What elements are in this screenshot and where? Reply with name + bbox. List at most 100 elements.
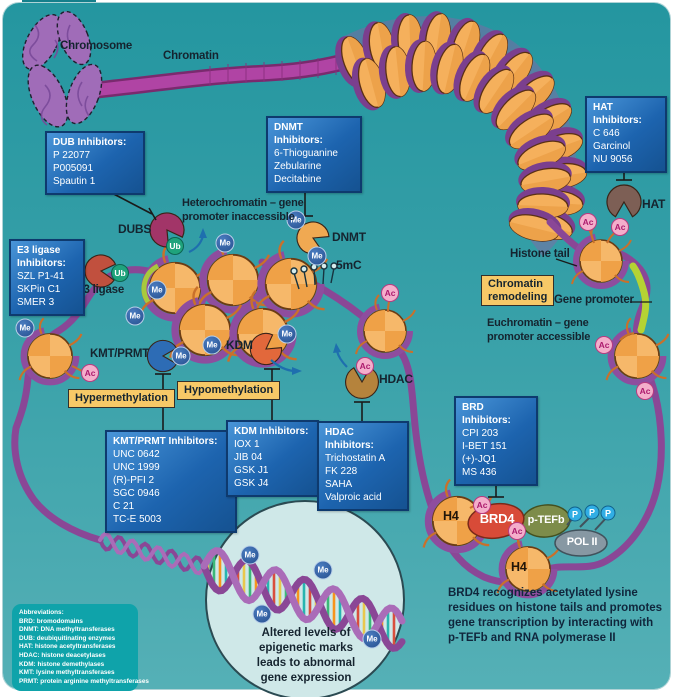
chromatin-remodeling-line2: remodeling <box>488 290 548 303</box>
ubiquitin-mark-chip: Ub <box>111 264 129 282</box>
euchromatin-label: Euchromatin – gene promoter accessible <box>487 316 617 344</box>
h4-label-b: H4 <box>511 560 527 574</box>
abbreviation-item: DNMT: DNA methyltransferases <box>19 626 115 634</box>
dub-inhibitors-box: DUB Inhibitors: P 22077 P005091 Spautin … <box>45 131 145 195</box>
chromatin-label: Chromatin <box>163 50 219 62</box>
magnifier-caption-line: Altered levels of <box>261 627 351 639</box>
brd4-description: BRD4 recognizes acetylated lysine residu… <box>448 586 673 646</box>
methyl-mark-chip: Me <box>215 233 235 253</box>
e3-ligase-label: E3 ligase <box>76 284 125 296</box>
brd-inhibitor-item: MS 436 <box>462 467 497 478</box>
kmt-inhibitor-item: UNC 0642 <box>113 449 160 460</box>
e3-inhibitor-item: SZL P1-41 <box>17 271 65 282</box>
kmt-prmt-inhibitors-box: KMT/PRMT Inhibitors: UNC 0642 UNC 1999 (… <box>105 430 237 533</box>
acetyl-mark-chip: Ac <box>595 336 613 354</box>
hdac-inhibitor-item: SAHA <box>325 479 353 490</box>
kmt-prmt-label: KMT/PRMT <box>90 348 150 360</box>
abbreviation-item: BRD: bromodomains <box>19 617 83 625</box>
acetyl-mark-chip: Ac <box>579 213 597 231</box>
kmt-inhibitor-item: UNC 1999 <box>113 462 160 473</box>
magnifier-caption-line: gene expression <box>260 672 352 684</box>
brd4-description-line: residues on histone tails and promotes <box>448 602 663 614</box>
dnmt-inhibitors-title: DNMT Inhibitors: <box>274 122 323 146</box>
kdm-inhibitor-item: GSK J1 <box>234 465 269 476</box>
e3-inhibitor-item: SMER 3 <box>17 297 55 308</box>
brd4-description-line: p-TEFb and RNA polymerase II <box>448 632 616 644</box>
abbreviation-item: DUB: deubiquitinating enzymes <box>19 634 116 642</box>
nucleosome-coil <box>328 8 591 247</box>
phosphate-mark-chip: P <box>567 506 583 522</box>
e3-ligase-inhibitors-box: E3 ligase Inhibitors: SZL P1-41 SKPin C1… <box>9 239 85 316</box>
brd-inhibitor-item: I-BET 151 <box>462 441 507 452</box>
kdm-inhibitors-box: KDM Inhibitors: IOX 1 JIB 04 GSK J1 GSK … <box>226 420 319 497</box>
kmt-inhibitor-item: SGC 0946 <box>113 488 160 499</box>
hat-enzyme-pacman <box>606 184 642 218</box>
methyl-mark-chip: Me <box>240 545 260 565</box>
hypomethylation-box: Hypomethylation <box>177 381 281 400</box>
acetyl-mark-chip: Ac <box>356 357 374 375</box>
dub-inhibitors-title: DUB Inhibitors: <box>53 137 127 148</box>
hdac-inhibitor-item: FK 228 <box>325 466 358 477</box>
five-mc-label: 5mC <box>336 258 362 272</box>
kdm-inhibitor-item: GSK J4 <box>234 478 269 489</box>
abbreviation-item: HAT: histone acetyltransferases <box>19 643 116 651</box>
acetyl-mark-chip: Ac <box>473 496 491 514</box>
kmt-inhibitor-item: (R)-PFI 2 <box>113 475 155 486</box>
methyl-mark-chip: Me <box>286 210 306 230</box>
methyl-mark-chip: Me <box>15 318 35 338</box>
kmt-inhibitor-item: TC-E 5003 <box>113 514 162 525</box>
hat-inhibitors-box: HAT Inhibitors: C 646 Garcinol NU 9056 <box>585 96 667 173</box>
dub-inhibitor-item: P005091 <box>53 163 94 174</box>
pol-ii-label: POL II <box>566 536 598 548</box>
euchromatin-line2: promoter accessible <box>487 331 591 343</box>
chromatin-remodeling-box: Chromatin remodeling <box>481 275 555 306</box>
methyl-mark-chip: Me <box>147 280 167 300</box>
kmt-inhibitor-item: C 21 <box>113 501 135 512</box>
methyl-mark-chip: Me <box>277 324 297 344</box>
brd-inhibitor-item: CPI 203 <box>462 428 499 439</box>
abbreviation-item: KDM: histone demethylases <box>19 660 105 668</box>
magnifier-caption-line: leads to abnormal <box>256 657 356 669</box>
kdm-inhibitor-item: IOX 1 <box>234 439 260 450</box>
acetyl-mark-chip: Ac <box>81 364 99 382</box>
dna-double-helix <box>98 531 406 652</box>
phosphate-mark-chip: P <box>584 504 600 520</box>
phosphate-mark-chip: P <box>600 505 616 521</box>
magnifier-caption: Altered levels of epigenetic marks leads… <box>245 626 367 686</box>
acetyl-mark-chip: Ac <box>381 284 399 302</box>
reaction-arrows <box>188 228 348 375</box>
acetyl-mark-chip: Ac <box>508 522 526 540</box>
hat-label: HAT <box>642 197 666 211</box>
acetyl-mark-chip: Ac <box>611 218 629 236</box>
methyl-mark-chip: Me <box>313 560 333 580</box>
abbreviations-title: Abbreviations: <box>19 609 64 616</box>
heterochromatin-line1: Heterochromatin – gene <box>182 197 304 209</box>
hdac-inhibitor-item: Trichostatin A <box>325 453 386 464</box>
abbreviation-item: KMT: lysine methyltransferases <box>19 669 115 677</box>
euchromatin-line1: Euchromatin – gene <box>487 317 589 329</box>
kdm-inhibitor-item: JIB 04 <box>234 452 263 463</box>
magnifier-caption-line: epigenetic marks <box>259 642 353 654</box>
methyl-mark-chip: Me <box>362 629 382 649</box>
dnmt-inhibitor-item: 6-Thioguanine <box>274 148 338 159</box>
dubs-label: DUBS <box>118 222 152 236</box>
dub-inhibitor-item: P 22077 <box>53 150 91 161</box>
hypermethylation-box: Hypermethylation <box>68 389 175 408</box>
hdac-inhibitors-title: HDAC Inhibitors: <box>325 427 374 451</box>
e3-inhibitor-item: SKPin C1 <box>17 284 61 295</box>
dnmt-inhibitors-box: DNMT Inhibitors: 6-Thioguanine Zebularin… <box>266 116 362 193</box>
dna-strand-main <box>258 218 665 586</box>
dna-strand-left <box>11 266 156 544</box>
methyl-mark-chip: Me <box>252 604 272 624</box>
methyl-mark-chip: Me <box>171 346 191 366</box>
hat-inhibitor-item: C 646 <box>593 128 620 139</box>
abbreviations-box: Abbreviations: BRD: bromodomains DNMT: D… <box>12 604 149 692</box>
dnmt-inhibitor-item: Zebularine <box>274 161 322 172</box>
methyl-mark-chip: Me <box>307 246 327 266</box>
hdac-label: HDAC <box>379 372 413 386</box>
chromatin-remodeling-line1: Chromatin <box>488 278 543 290</box>
ubiquitin-mark-chip: Ub <box>166 237 184 255</box>
brd4-description-line: gene transcription by interacting with <box>448 617 654 629</box>
brd-inhibitors-title: BRD Inhibitors: <box>462 402 511 426</box>
